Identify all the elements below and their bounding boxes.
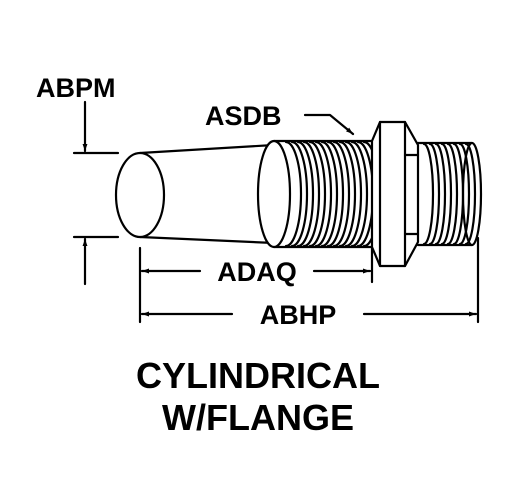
title-line-2: W/FLANGE	[162, 397, 354, 438]
thread-ring	[464, 142, 477, 246]
thread-ring	[302, 140, 321, 248]
thread-ring	[320, 140, 339, 248]
extension-lines	[138, 236, 480, 324]
shank	[114, 143, 276, 245]
thread-ring	[332, 140, 351, 248]
thread-ring	[284, 140, 303, 248]
abhp-label: ABHP	[260, 300, 337, 330]
thread-ring	[422, 142, 435, 246]
abpm-label: ABPM	[36, 73, 116, 103]
thread-ring	[308, 140, 327, 248]
thread-ring	[326, 140, 345, 248]
asdb-leader	[303, 113, 355, 136]
thread-ring	[350, 140, 369, 248]
thread-ring	[458, 142, 471, 246]
title-line-1: CYLINDRICAL	[136, 355, 380, 396]
thread-ring	[314, 140, 333, 248]
thread-ring	[296, 140, 315, 248]
asdb-label: ASDB	[205, 101, 282, 131]
abpm-dimension	[72, 100, 120, 286]
adaq-label: ADAQ	[217, 257, 297, 287]
thread-ring	[452, 142, 465, 246]
thread-ring	[428, 142, 441, 246]
thread-ring	[338, 140, 357, 248]
thread-ring	[344, 140, 363, 248]
thread-ring	[446, 142, 459, 246]
right-thread	[416, 141, 483, 247]
hex-flange	[370, 120, 420, 268]
thread-ring	[290, 140, 309, 248]
left-thread	[256, 139, 381, 249]
thread-ring	[434, 142, 447, 246]
thread-ring	[440, 142, 453, 246]
